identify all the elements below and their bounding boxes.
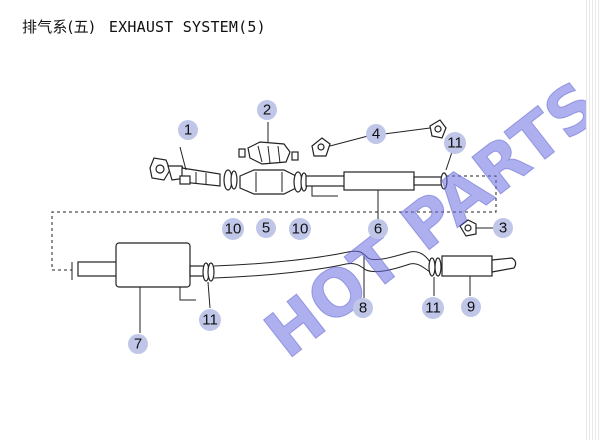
callout-3: 3	[493, 218, 513, 238]
callout-9: 9	[461, 297, 481, 317]
svg-text:9: 9	[467, 299, 475, 316]
gasket-10-left	[223, 169, 238, 191]
scanned-edge-artifact	[586, 0, 600, 440]
svg-text:2: 2	[263, 102, 271, 119]
svg-text:10: 10	[225, 221, 242, 238]
catalytic-converter	[239, 169, 297, 195]
svg-text:10: 10	[292, 221, 309, 238]
gasket-11-lower-right	[428, 257, 442, 296]
page-title: 排气系(五) EXHAUST SYSTEM(5)	[22, 16, 266, 37]
callout-10-right: 10	[289, 218, 311, 240]
exhaust-diagram: HOT PARTS 1 2 3 4 5 6 7 8 9 10 10 11 11 …	[51, 67, 586, 373]
callout-4: 4	[366, 124, 386, 144]
svg-text:8: 8	[359, 300, 367, 317]
front-pipe	[149, 146, 221, 187]
gasket-10-right	[293, 171, 308, 193]
callout-2: 2	[257, 100, 277, 120]
assembly-connector-dashed	[51, 175, 497, 271]
tail-pipe-8	[213, 250, 431, 298]
gasket-11-lower-left	[202, 262, 215, 309]
callout-11-upper: 11	[444, 132, 466, 154]
callout-5: 5	[256, 218, 276, 238]
svg-text:3: 3	[499, 220, 507, 237]
svg-text:1: 1	[184, 122, 192, 139]
hangers-4	[311, 119, 447, 157]
callout-10-left: 10	[222, 218, 244, 240]
svg-text:4: 4	[372, 126, 380, 143]
svg-text:11: 11	[425, 300, 441, 317]
svg-text:11: 11	[447, 135, 463, 152]
callout-6: 6	[368, 219, 388, 239]
svg-text:11: 11	[202, 312, 218, 329]
muffler-7	[71, 242, 207, 333]
intermediate-pipe-6	[305, 171, 443, 220]
tail-muffler-9	[441, 255, 517, 296]
callout-11-lower-right: 11	[422, 297, 444, 319]
callout-8: 8	[353, 298, 373, 318]
title-english: EXHAUST SYSTEM(5)	[108, 18, 266, 36]
svg-text:7: 7	[134, 336, 142, 353]
hanger-3	[459, 219, 494, 237]
svg-text:6: 6	[374, 221, 382, 238]
title-chinese: 排气系(五)	[22, 18, 95, 36]
callout-1: 1	[178, 120, 198, 140]
svg-text:5: 5	[262, 220, 270, 237]
gasket-11-upper	[440, 151, 453, 190]
callout-11-lower-left: 11	[199, 309, 221, 331]
callout-7: 7	[128, 334, 148, 354]
heat-shield-2	[238, 122, 299, 165]
